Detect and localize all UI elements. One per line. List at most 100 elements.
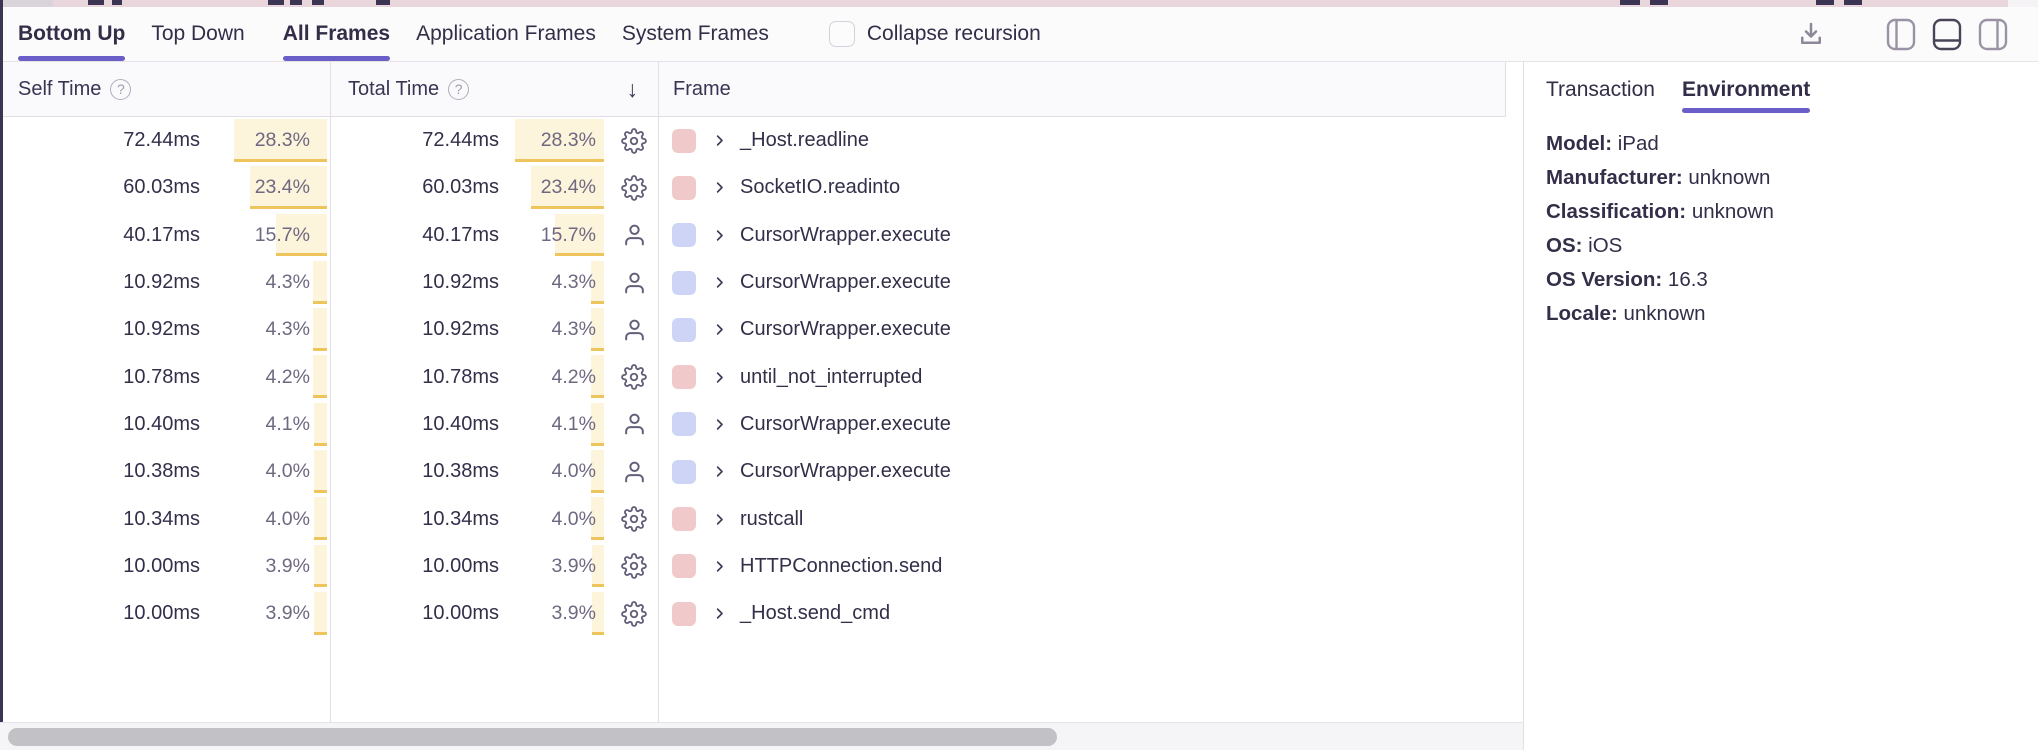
self-time-value: 60.03ms: [123, 176, 200, 199]
self-time-percent: 4.2%: [265, 365, 310, 388]
column-divider: [330, 62, 331, 722]
percent-bar: [591, 402, 604, 446]
total-time-cell: 10.38ms 4.0%: [330, 448, 658, 495]
environment-field: Classification: unknown: [1546, 195, 2018, 229]
tab-environment[interactable]: Environment: [1681, 62, 1811, 117]
chevron-right-icon[interactable]: [712, 606, 727, 621]
table-row[interactable]: 10.78ms 4.2% 10.78ms 4.2%: [0, 353, 1523, 400]
chevron-right-icon[interactable]: [712, 417, 727, 432]
table-row[interactable]: 10.00ms 3.9% 10.00ms 3.9%: [0, 543, 1523, 590]
tab-application-frames[interactable]: Application Frames: [416, 22, 596, 45]
chevron-right-icon[interactable]: [712, 559, 727, 574]
column-divider: [658, 62, 659, 722]
download-icon[interactable]: [1796, 18, 1826, 50]
help-icon[interactable]: ?: [448, 78, 470, 100]
environment-field-label: Classification:: [1546, 200, 1687, 223]
total-time-value: 10.78ms: [422, 365, 499, 388]
frame-name: CursorWrapper.execute: [740, 412, 951, 435]
environment-field: Model: iPad: [1546, 127, 2018, 161]
view-mode-tabs: Bottom Up Top Down: [0, 7, 271, 61]
help-icon[interactable]: ?: [110, 78, 132, 100]
table-row[interactable]: 60.03ms 23.4% 60.03ms 23.4%: [0, 164, 1523, 211]
table-row[interactable]: 72.44ms 28.3% 72.44ms 28.3%: [0, 117, 1523, 164]
environment-field: OS Version: 16.3: [1546, 263, 2018, 297]
tab-system-frames[interactable]: System Frames: [621, 22, 769, 45]
table-row[interactable]: 10.38ms 4.0% 10.38ms 4.0%: [0, 448, 1523, 495]
self-time-value: 40.17ms: [123, 223, 200, 246]
frame-color-swatch: [672, 317, 696, 342]
percent-bar: [591, 591, 604, 635]
panel-left-icon[interactable]: [1886, 18, 1916, 51]
self-time-percent: 4.0%: [265, 507, 310, 530]
settings-icon: [621, 175, 647, 201]
percent-bar: [234, 119, 327, 162]
frames-table-body: 72.44ms 28.3% 72.44ms 28.3%: [0, 117, 1523, 637]
horizontal-scrollbar[interactable]: [0, 722, 1523, 750]
environment-field-label: OS Version:: [1546, 268, 1663, 291]
horizontal-scrollbar-thumb[interactable]: [8, 728, 1057, 746]
table-row[interactable]: 10.92ms 4.3% 10.92ms 4.3%: [0, 306, 1523, 353]
total-time-value: 10.38ms: [422, 460, 499, 483]
self-time-value: 10.34ms: [123, 507, 200, 530]
chevron-right-icon[interactable]: [712, 464, 727, 479]
tab-transaction[interactable]: Transaction: [1546, 77, 1655, 101]
flamegraph-frame-mark: [312, 0, 324, 5]
table-row[interactable]: 10.40ms 4.1% 10.40ms 4.1%: [0, 401, 1523, 448]
chevron-right-icon[interactable]: [712, 322, 727, 337]
settings-icon: [621, 600, 647, 627]
percent-bar: [591, 544, 604, 588]
toolbar-right-actions: [1796, 18, 2038, 51]
percent-bar: [515, 119, 604, 162]
collapse-recursion-checkbox[interactable]: [828, 21, 855, 47]
total-time-value: 10.00ms: [422, 602, 499, 625]
frame-color-swatch: [672, 270, 696, 295]
percent-bar: [314, 591, 327, 635]
total-time-cell: 10.00ms 3.9%: [330, 590, 658, 637]
user-icon: [622, 459, 647, 484]
frame-color-swatch: [672, 365, 696, 390]
frame-color-swatch: [672, 554, 696, 579]
chevron-right-icon[interactable]: [712, 228, 727, 243]
self-time-cell: 10.92ms 4.3%: [0, 306, 330, 353]
flamegraph-frame-mark: [88, 0, 104, 5]
arrow-down-icon[interactable]: ↓: [626, 75, 639, 102]
column-header-frame[interactable]: Frame: [658, 62, 1505, 116]
panel-bottom-icon[interactable]: [1932, 18, 1962, 51]
environment-field-value: unknown: [1691, 200, 1774, 223]
table-row[interactable]: 40.17ms 15.7% 40.17ms 15.7%: [0, 212, 1523, 259]
chevron-right-icon[interactable]: [712, 180, 727, 195]
tab-all-frames[interactable]: All Frames: [282, 7, 391, 61]
percent-bar: [313, 402, 327, 446]
frame-cell: SocketIO.readinto: [658, 164, 1523, 211]
table-row[interactable]: 10.34ms 4.0% 10.34ms 4.0%: [0, 495, 1523, 542]
chevron-right-icon[interactable]: [712, 512, 727, 527]
total-time-percent: 4.0%: [551, 507, 596, 530]
frame-name: CursorWrapper.execute: [740, 318, 951, 341]
self-time-cell: 72.44ms 28.3%: [0, 117, 330, 164]
total-time-percent: 23.4%: [540, 176, 596, 199]
frame-name: CursorWrapper.execute: [740, 271, 951, 294]
column-header-total-time[interactable]: Total Time ? ↓: [330, 62, 658, 116]
tab-top-down[interactable]: Top Down: [151, 22, 245, 45]
frame-name: rustcall: [740, 507, 804, 530]
environment-field-value: iPad: [1617, 132, 1659, 155]
panel-right-icon[interactable]: [1978, 18, 2008, 51]
environment-field-label: OS:: [1546, 234, 1583, 257]
collapse-recursion-label: Collapse recursion: [866, 22, 1041, 45]
flamegraph-frame-mark: [1844, 0, 1862, 5]
settings-icon: [621, 364, 647, 390]
frame-cell: rustcall: [658, 495, 1523, 542]
settings-icon: [621, 506, 647, 532]
chevron-right-icon[interactable]: [712, 133, 727, 148]
chevron-right-icon[interactable]: [712, 370, 727, 385]
chevron-right-icon[interactable]: [712, 275, 727, 290]
percent-bar: [590, 355, 604, 399]
column-header-self-time[interactable]: Self Time ?: [0, 62, 330, 116]
self-time-value: 10.40ms: [123, 412, 200, 435]
environment-field-value: unknown: [1623, 302, 1706, 325]
tab-bottom-up[interactable]: Bottom Up: [18, 7, 126, 61]
table-row[interactable]: 10.00ms 3.9% 10.00ms 3.9%: [0, 590, 1523, 637]
table-row[interactable]: 10.92ms 4.3% 10.92ms 4.3%: [0, 259, 1523, 306]
percent-bar: [591, 497, 604, 541]
